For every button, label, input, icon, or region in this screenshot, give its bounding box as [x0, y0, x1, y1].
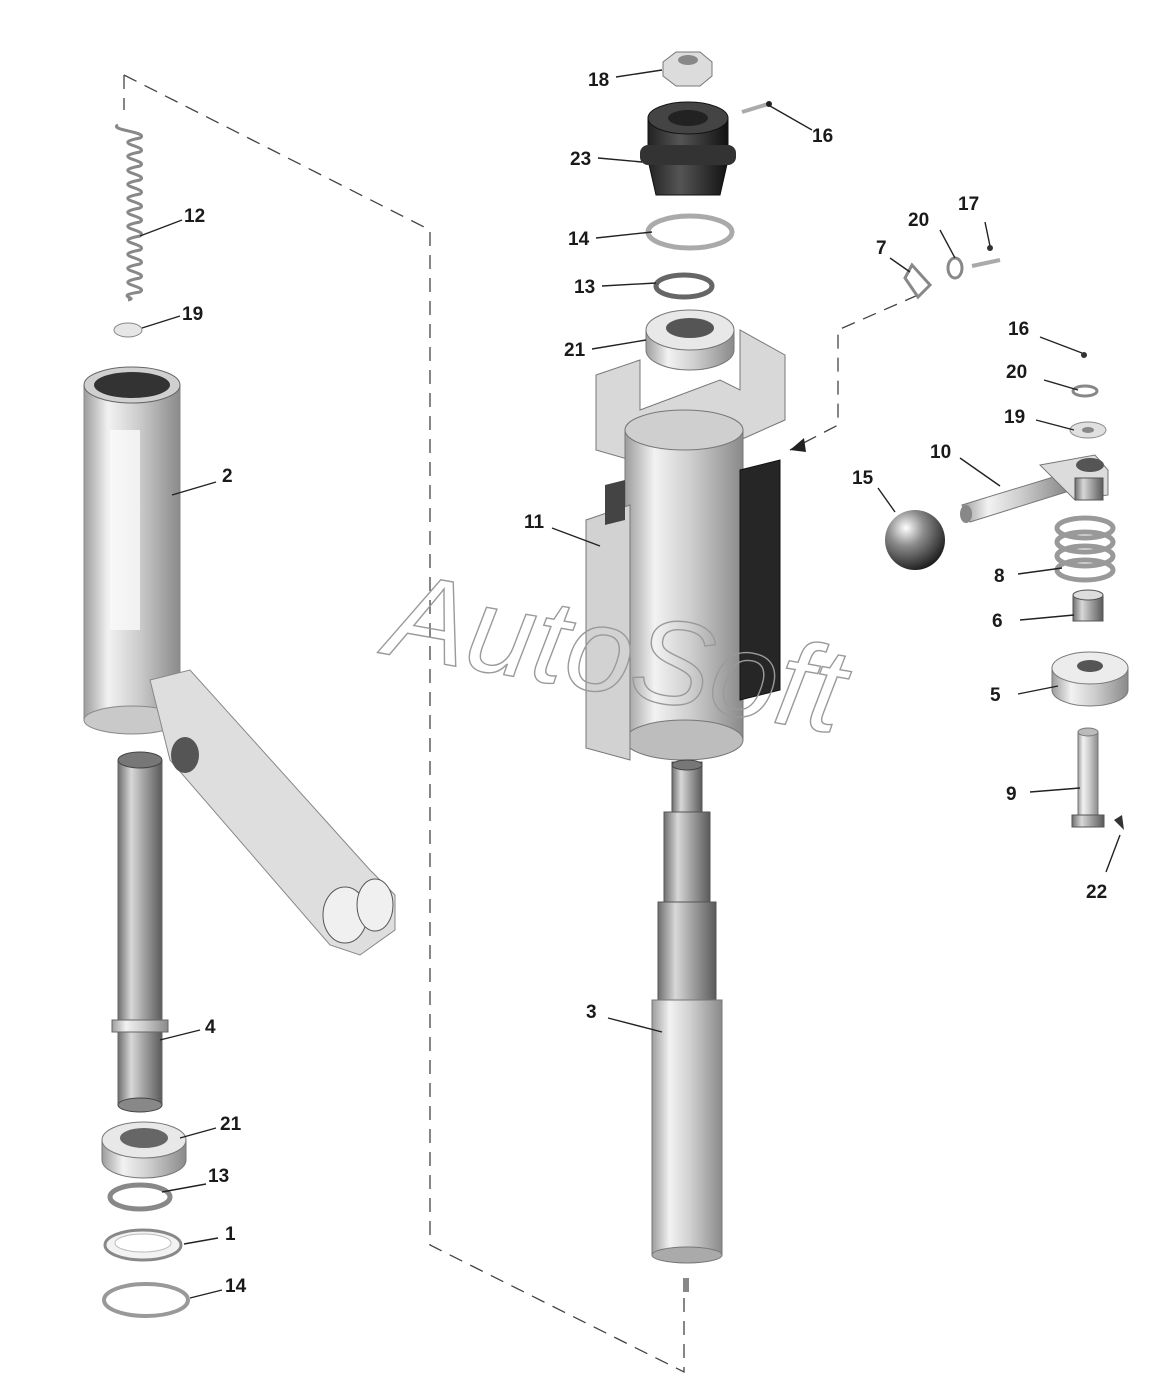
label-22: 22 — [1086, 882, 1107, 903]
label-20-right: 20 — [1006, 362, 1027, 383]
label-16-right: 16 — [1008, 319, 1029, 340]
label-17: 17 — [958, 194, 979, 215]
leader-lines — [139, 69, 1121, 1299]
ring-13-center — [653, 272, 715, 300]
label-14-left: 14 — [225, 1276, 247, 1297]
label-21-left: 21 — [220, 1114, 242, 1135]
clip-20-right — [1071, 384, 1099, 398]
label-8: 8 — [994, 566, 1005, 587]
label-18: 18 — [588, 70, 609, 91]
label-3: 3 — [586, 1002, 597, 1023]
bearing-21-left — [101, 1121, 187, 1179]
ring-14-left — [102, 1282, 190, 1318]
label-16-top: 16 — [812, 126, 833, 147]
label-13-center: 13 — [574, 277, 595, 298]
assembly-lines — [123, 74, 919, 1374]
fitting-bottom — [683, 1278, 689, 1292]
label-7: 7 — [876, 238, 887, 259]
clip-20-top — [946, 256, 964, 280]
label-11: 11 — [524, 512, 545, 533]
label-19-right: 19 — [1004, 407, 1025, 428]
label-2: 2 — [222, 466, 233, 487]
ball-15 — [885, 510, 945, 570]
label-5: 5 — [990, 685, 1001, 706]
label-9: 9 — [1006, 784, 1017, 805]
nut-18 — [662, 51, 713, 87]
washer-1 — [103, 1228, 183, 1262]
label-1: 1 — [225, 1224, 236, 1245]
clip-7 — [903, 262, 933, 300]
cotter-22 — [1114, 815, 1124, 830]
collar-5 — [1051, 651, 1129, 707]
pin-16-right — [1081, 352, 1087, 358]
spring-12 — [114, 123, 144, 302]
pin-16-top — [741, 101, 772, 114]
label-13-left: 13 — [208, 1166, 229, 1187]
label-6: 6 — [992, 611, 1003, 632]
cap-23 — [640, 101, 736, 196]
label-14-center: 14 — [568, 229, 590, 250]
bushing-6 — [1072, 589, 1104, 622]
label-4: 4 — [205, 1017, 216, 1038]
label-12: 12 — [184, 206, 205, 227]
label-23: 23 — [570, 149, 591, 170]
ring-13-left — [107, 1182, 173, 1212]
label-21-center: 21 — [564, 340, 586, 361]
part-labels: 18 16 23 14 13 21 11 3 12 19 2 4 21 13 1… — [182, 70, 1107, 1297]
label-10: 10 — [930, 442, 951, 463]
label-15: 15 — [852, 468, 874, 489]
body-11 — [585, 329, 786, 761]
washer-19-right — [1069, 421, 1107, 439]
spring-8 — [1054, 515, 1116, 583]
bearing-21-center — [645, 309, 735, 371]
lever-10 — [960, 454, 1109, 523]
label-20-top: 20 — [908, 210, 929, 231]
pin-17 — [971, 245, 1001, 268]
shaft-3 — [651, 759, 723, 1264]
label-19-left: 19 — [182, 304, 203, 325]
housing-2 — [83, 366, 396, 956]
pin-9 — [1071, 727, 1105, 828]
washer-19-left — [113, 322, 143, 338]
shaft-4 — [111, 751, 169, 1113]
ring-14-center — [645, 213, 735, 251]
